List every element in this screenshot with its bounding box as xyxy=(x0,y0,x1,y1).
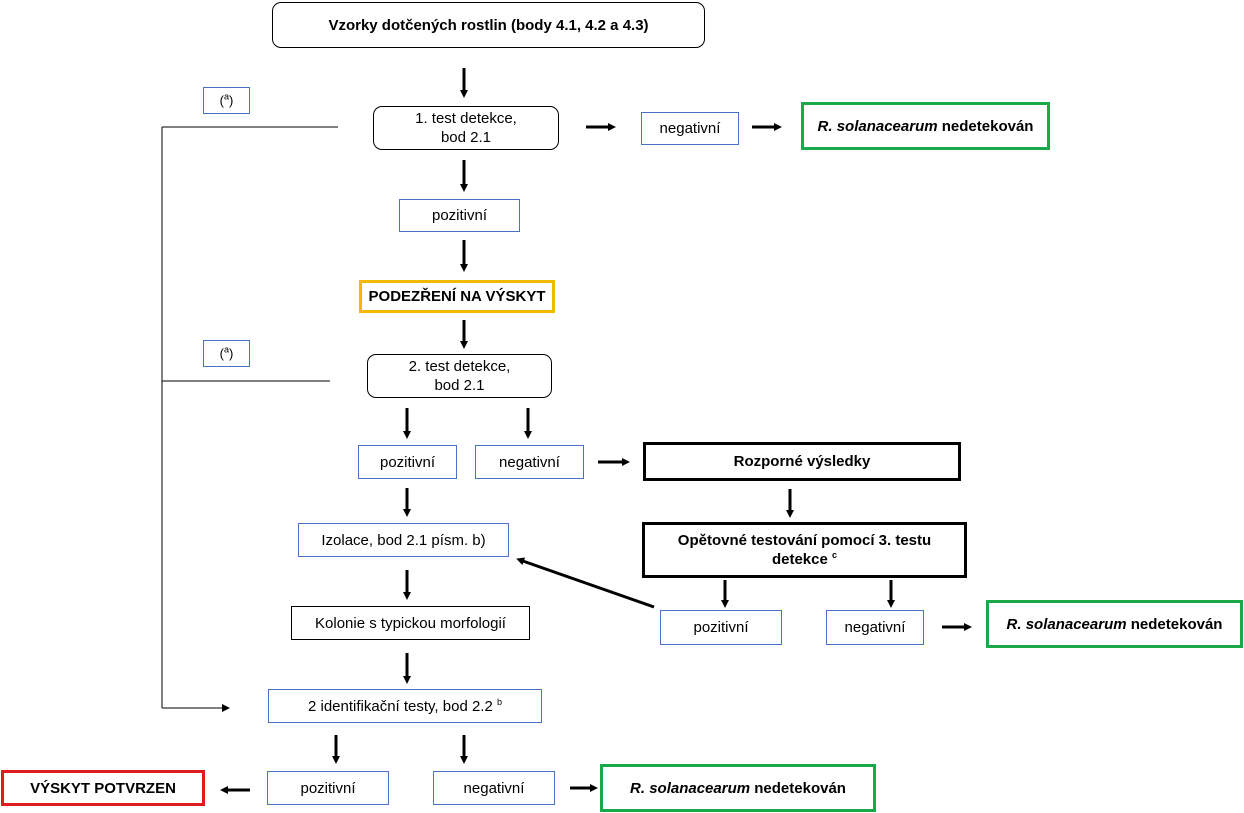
test3-negative-box: negativní xyxy=(826,610,924,645)
test2-positive-label: pozitivní xyxy=(379,453,436,471)
not-detected-text-1: R. solanacearum nedetekován xyxy=(817,117,1034,135)
not-detected-text-2: R. solanacearum nedetekován xyxy=(1006,615,1223,633)
isolation-box: Izolace, bod 2.1 písm. b) xyxy=(298,523,509,557)
identification-box: 2 identifikační testy, bod 2.2 b xyxy=(268,689,542,723)
test1-line2: bod 2.1 xyxy=(440,129,492,146)
test3-negative-label: negativní xyxy=(844,619,906,636)
not-detected-box-3: R. solanacearum nedetekován xyxy=(600,764,876,812)
colonies-box: Kolonie s typickou morfologií xyxy=(291,606,530,640)
start-box: Vzorky dotčených rostlin (body 4.1, 4.2 … xyxy=(272,2,705,48)
identification-label: 2 identifikační testy, bod 2.2 b xyxy=(307,696,503,715)
test1-box: 1. test detekce, bod 2.1 xyxy=(373,106,559,150)
test1-positive-label: pozitivní xyxy=(431,207,488,224)
retest-line1: Opětovné testování pomocí 3. testu xyxy=(677,532,932,549)
suspicion-box: PODEZŘENÍ NA VÝSKYT xyxy=(359,280,555,313)
colonies-label: Kolonie s typickou morfologií xyxy=(315,614,506,632)
conflicting-results-label: Rozporné výsledky xyxy=(733,453,871,470)
test3-positive-box: pozitivní xyxy=(660,610,782,645)
note-a-box-2: (a) xyxy=(203,340,250,367)
confirmed-box: VÝSKYT POTVRZEN xyxy=(1,770,205,806)
test1-positive-box: pozitivní xyxy=(399,199,520,232)
test1-negative-label: negativní xyxy=(659,120,721,137)
note-a-box-1: (a) xyxy=(203,87,250,114)
isolation-label: Izolace, bod 2.1 písm. b) xyxy=(321,531,486,549)
final-positive-label: pozitivní xyxy=(300,779,356,797)
not-detected-text-3: R. solanacearum nedetekován xyxy=(630,779,846,797)
test1-line1: 1. test detekce, xyxy=(415,110,517,127)
test1-negative-box: negativní xyxy=(641,112,739,145)
test3-positive-label: pozitivní xyxy=(693,619,749,636)
arrow-test3-positive-to-isolation xyxy=(516,557,655,609)
final-negative-label: negativní xyxy=(463,779,525,797)
test2-positive-box: pozitivní xyxy=(358,445,457,479)
suspicion-label: PODEZŘENÍ NA VÝSKYT xyxy=(368,288,546,305)
test2-box: 2. test detekce, bod 2.1 xyxy=(367,354,552,398)
not-detected-box-1: R. solanacearum nedetekován xyxy=(801,102,1050,150)
not-detected-box-2: R. solanacearum nedetekován xyxy=(986,600,1243,648)
conflicting-results-box: Rozporné výsledky xyxy=(643,442,961,481)
test2-negative-label: negativní xyxy=(499,453,560,471)
bracket-arrowhead xyxy=(222,704,230,712)
final-positive-box: pozitivní xyxy=(267,771,389,805)
note-a-text-2: (a) xyxy=(219,344,234,361)
confirmed-label: VÝSKYT POTVRZEN xyxy=(30,779,176,797)
start-label: Vzorky dotčených rostlin (body 4.1, 4.2 … xyxy=(328,16,649,34)
note-a-text: (a) xyxy=(219,91,234,108)
test2-line1: 2. test detekce, xyxy=(408,358,511,375)
retest-box: Opětovné testování pomocí 3. testu detek… xyxy=(642,522,967,578)
test2-negative-box: negativní xyxy=(475,445,584,479)
retest-line2: detekce c xyxy=(771,550,838,569)
final-negative-box: negativní xyxy=(433,771,555,805)
test2-line2: bod 2.1 xyxy=(434,377,485,394)
